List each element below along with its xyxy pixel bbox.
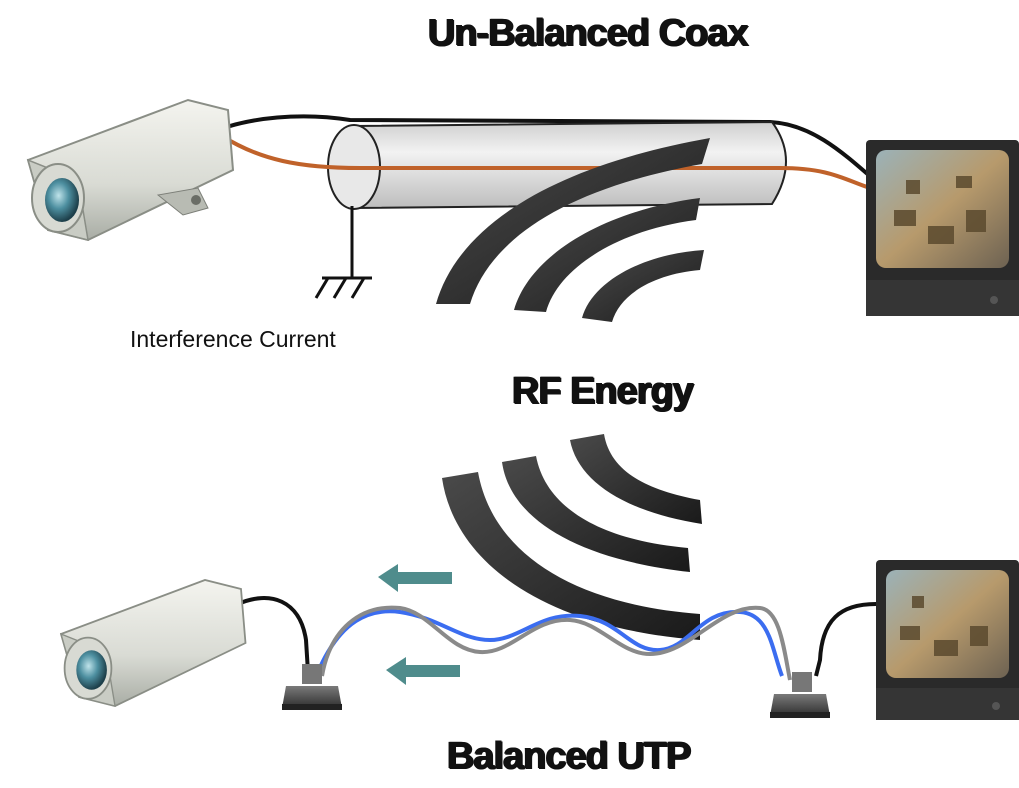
coax-center-conductor: [220, 134, 871, 190]
coax-shield-wire: [217, 114, 874, 180]
utp-monitor-lead: [814, 602, 877, 677]
current-direction-arrows: [378, 564, 460, 685]
security-camera-icon: [59, 579, 247, 707]
crt-monitor-icon: [866, 140, 1019, 316]
title-rf-energy: RF Energy: [512, 370, 694, 412]
ground-symbol-icon: [314, 206, 372, 299]
utp-camera-lead: [237, 596, 310, 673]
balun-connector-icon: [282, 664, 342, 710]
title-unbalanced-coax: Un-Balanced Coax: [428, 12, 749, 54]
security-camera-icon: [26, 98, 235, 242]
rf-energy-arcs-top: [436, 138, 710, 322]
crt-monitor-icon: [876, 560, 1019, 720]
balun-connector-icon: [770, 672, 830, 718]
label-interference-current: Interference Current: [130, 326, 336, 352]
utp-wire-gray: [320, 605, 792, 681]
title-balanced-utp: Balanced UTP: [447, 735, 692, 777]
rf-energy-arcs-bottom: [442, 434, 702, 640]
